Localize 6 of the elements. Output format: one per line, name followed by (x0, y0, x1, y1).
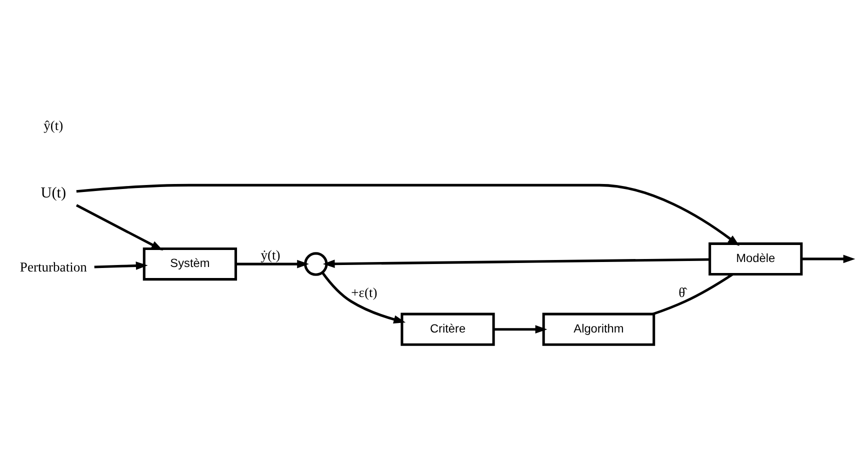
label: ŷ(t) (44, 118, 64, 133)
edge-label: ẏ(t) (260, 248, 280, 263)
node-text: Perturbation (20, 260, 87, 275)
node-text: U(t) (40, 184, 66, 202)
edge-label: +ε(t) (351, 284, 378, 300)
edge-label: θ̂ (678, 284, 686, 300)
